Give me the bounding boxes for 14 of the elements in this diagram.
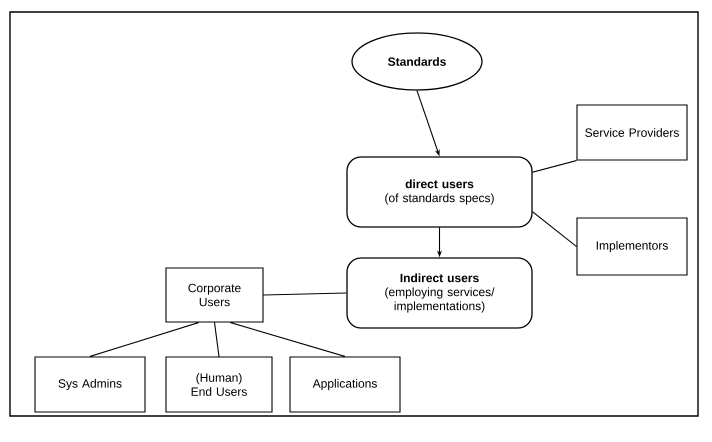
connector-line bbox=[90, 322, 199, 357]
connector-line bbox=[264, 292, 346, 296]
rounded-box: direct users (of standards specs) bbox=[346, 156, 533, 228]
box: Applications bbox=[289, 356, 401, 413]
connector-line bbox=[532, 160, 577, 173]
connector-line bbox=[532, 211, 577, 247]
box: Implementors bbox=[576, 217, 688, 276]
box: Sys Admins bbox=[34, 356, 146, 413]
connector-line bbox=[214, 322, 220, 357]
connector-line bbox=[230, 322, 346, 357]
box: (Human) End Users bbox=[165, 356, 273, 413]
rounded-box: Indirect users (employing services/ implementations) bbox=[346, 257, 533, 329]
box: Corporate Users bbox=[165, 267, 264, 323]
box: Service Providers bbox=[576, 104, 688, 161]
